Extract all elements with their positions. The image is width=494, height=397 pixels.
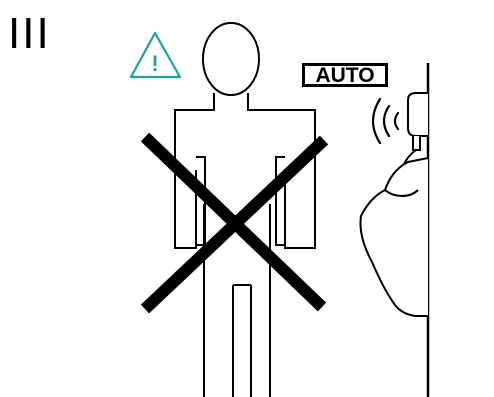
- warning-triangle-icon: !: [131, 33, 180, 77]
- warning-symbol: !: [151, 51, 158, 76]
- person-head: [203, 23, 259, 95]
- auto-mode-label: AUTO: [302, 63, 388, 87]
- sensor-waves-icon: [373, 99, 398, 143]
- urinal-icon: [360, 158, 428, 316]
- prohibition-cross: [145, 137, 324, 309]
